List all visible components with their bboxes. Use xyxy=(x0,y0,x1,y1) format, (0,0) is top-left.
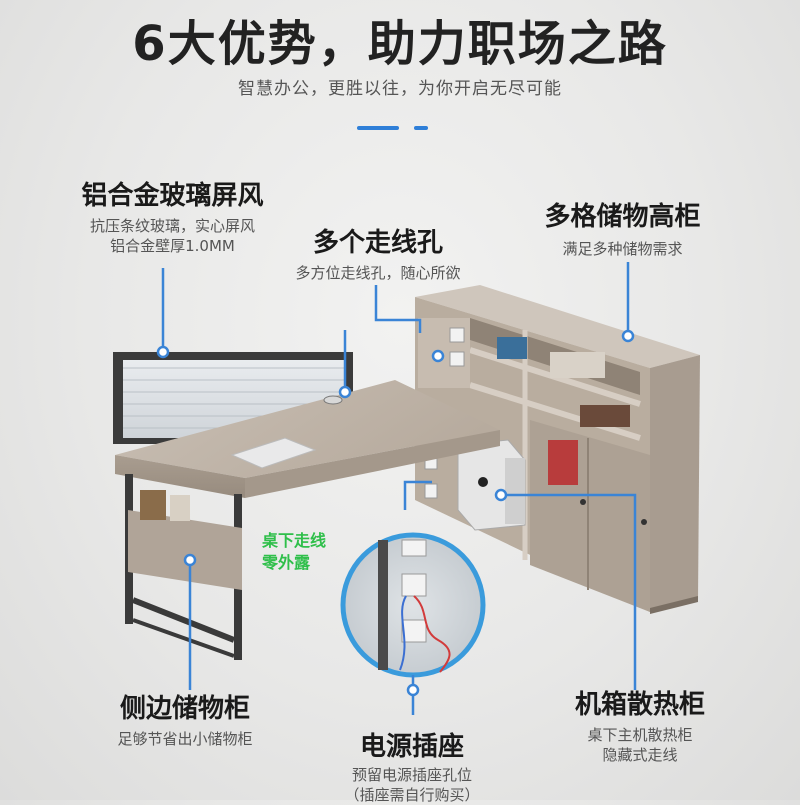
feature-power-socket-title: 电源插座 xyxy=(359,732,464,762)
accent-bar-short xyxy=(414,126,428,130)
feature-tall-cabinet-title: 多格储物高柜 xyxy=(544,202,701,232)
feature-screen: 铝合金玻璃屏风 抗压条纹玻璃，实心屏风 铝合金壁厚1.0MM xyxy=(60,175,285,256)
feature-power-socket-desc2: （插座需自行购买） xyxy=(344,786,480,804)
wiring-callout: 桌下走线 零外露 xyxy=(262,530,362,574)
accent-bar-long xyxy=(357,126,399,130)
laptop xyxy=(230,437,317,469)
callout-lines xyxy=(161,262,637,715)
feature-screen-desc1: 抗压条纹玻璃，实心屏风 xyxy=(89,217,255,235)
computer-tower xyxy=(457,439,526,531)
feature-side-cabinet: 侧边储物柜 足够节省出小储物柜 xyxy=(80,688,290,749)
feature-cable-holes-desc: 多方位走线孔，随心所欲 xyxy=(295,264,461,282)
feature-power-socket: 电源插座 预留电源插座孔位 （插座需自行购买） xyxy=(322,726,502,805)
callout-dots xyxy=(156,329,635,697)
desk-top xyxy=(115,380,500,498)
wiring-zoom-circle xyxy=(340,532,486,678)
feature-cooling-cabinet: 机箱散热柜 桌下主机散热柜 隐藏式走线 xyxy=(555,684,725,765)
feature-tall-cabinet-desc: 满足多种储物需求 xyxy=(562,240,683,258)
feature-cable-holes: 多个走线孔 多方位走线孔，随心所欲 xyxy=(278,222,478,283)
page-title: 6大优势，助力职场之路 xyxy=(132,16,668,72)
feature-screen-desc2: 铝合金壁厚1.0MM xyxy=(110,237,235,255)
feature-side-cabinet-desc: 足够节省出小储物柜 xyxy=(117,730,253,748)
wiring-callout-line2: 零外露 xyxy=(262,553,311,572)
side-storage-box xyxy=(128,490,242,590)
tall-cabinet xyxy=(415,285,700,614)
page-subtitle: 智慧办公，更胜以往，为你开启无尽可能 xyxy=(238,79,562,99)
feature-side-cabinet-title: 侧边储物柜 xyxy=(119,694,250,724)
feature-cooling-cabinet-desc2: 隐藏式走线 xyxy=(602,746,678,764)
feature-power-socket-desc1: 预留电源插座孔位 xyxy=(351,766,472,784)
feature-cable-holes-title: 多个走线孔 xyxy=(312,228,443,258)
feature-cooling-cabinet-title: 机箱散热柜 xyxy=(574,690,705,720)
feature-screen-title: 铝合金玻璃屏风 xyxy=(81,181,264,211)
feature-tall-cabinet: 多格储物高柜 满足多种储物需求 xyxy=(515,196,730,259)
wiring-callout-line1: 桌下走线 xyxy=(262,531,327,550)
side-socket-panel xyxy=(418,318,470,499)
feature-cooling-cabinet-desc1: 桌下主机散热柜 xyxy=(587,726,693,744)
